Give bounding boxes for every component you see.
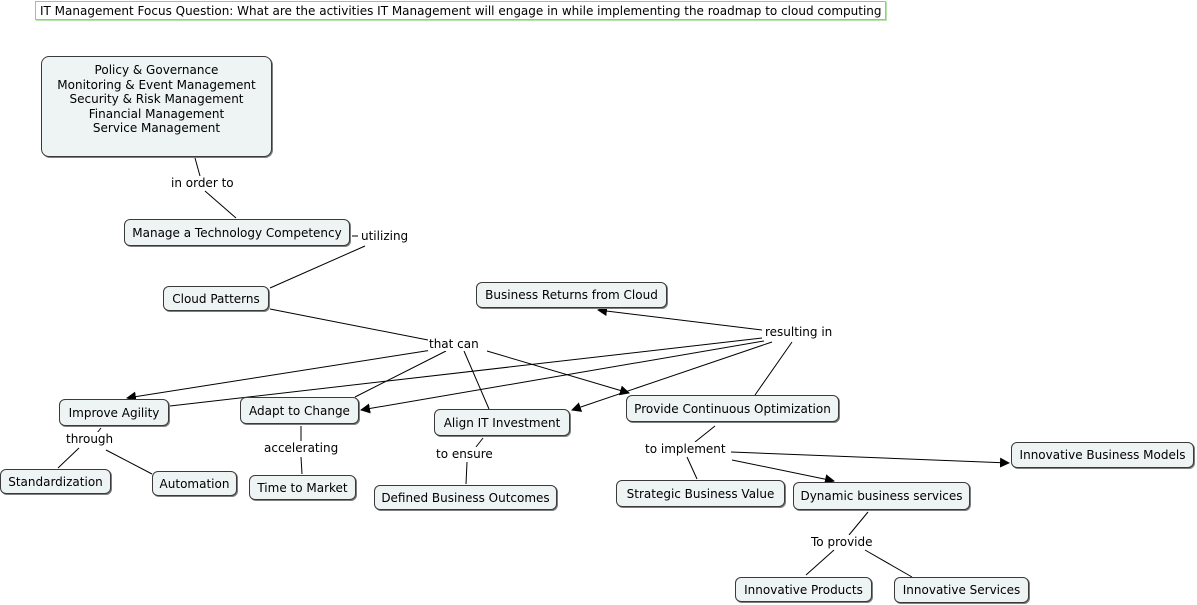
node-innovative-products[interactable]: Innovative Products [735, 577, 872, 602]
node-time-to-market[interactable]: Time to Market [249, 475, 356, 500]
link-label-through: through [65, 432, 115, 446]
edge-thatcan-agility [126, 349, 433, 402]
edge-cloudpatterns-thatcan [269, 308, 429, 341]
node-align-it-investment[interactable]: Align IT Investment [434, 409, 570, 436]
edge-resulting-adapt [360, 340, 765, 414]
area-line: Financial Management [88, 106, 225, 121]
area-line: Policy & Governance [94, 63, 219, 77]
node-technology-competency[interactable]: Manage a Technology Competency [124, 219, 350, 246]
link-label-accelerating: accelerating [263, 441, 340, 455]
node-business-returns[interactable]: Business Returns from Cloud [476, 282, 667, 308]
node-standardization[interactable]: Standardization [0, 469, 111, 494]
link-label-resulting-in: resulting in [764, 325, 834, 339]
edge-resulting-align [571, 341, 773, 412]
area-line: Monitoring & Event Management [57, 77, 256, 92]
edge-optimization-resulting [754, 341, 793, 396]
edge-resulting-returns [597, 306, 763, 331]
link-label-that-can: that can [428, 337, 480, 351]
edge-toimplement-dynamic [731, 459, 835, 485]
edge-toimplement-strategic [686, 456, 698, 480]
edge-inorderto-competency [204, 190, 237, 219]
node-innovative-services[interactable]: Innovative Services [894, 577, 1029, 603]
edge-through-automation [105, 449, 153, 475]
node-strategic-business-value[interactable]: Strategic Business Value [616, 480, 785, 507]
edge-accelerating-timetomarket [300, 456, 303, 475]
area-line: Security & Risk Management [69, 92, 244, 107]
edge-through-standardization [57, 447, 80, 469]
edge-thatcan-align [463, 350, 490, 410]
link-label-utilizing: utilizing [360, 229, 410, 243]
link-label-to-implement: to implement [644, 442, 727, 456]
edge-optimization-toimplement [694, 425, 716, 443]
node-adapt-to-change[interactable]: Adapt to Change [240, 397, 359, 424]
node-improve-agility[interactable]: Improve Agility [59, 399, 169, 426]
edge-toensure-outcomes [465, 461, 468, 485]
node-cloud-patterns[interactable]: Cloud Patterns [163, 286, 269, 311]
node-defined-business-outcomes[interactable]: Defined Business Outcomes [374, 485, 557, 510]
edge-toprovide-services [864, 549, 913, 578]
link-label-in-order-to: in order to [170, 176, 235, 190]
edge-dynamic-toprovide [848, 511, 869, 536]
node-innovative-business-models[interactable]: Innovative Business Models [1011, 442, 1194, 468]
node-management-areas[interactable]: Policy & Governance Monitoring & Event M… [41, 56, 272, 157]
node-continuous-optimization[interactable]: Provide Continuous Optimization [626, 395, 839, 422]
edge-resulting-agility [169, 337, 763, 407]
edge-thatcan-adapt [354, 350, 447, 398]
link-label-to-ensure: to ensure [435, 447, 494, 461]
edge-thatcan-optimization [486, 350, 630, 396]
edge-toimplement-models [730, 451, 1010, 468]
area-line: Service Management [92, 121, 221, 136]
focus-question: IT Management Focus Question: What are t… [35, 1, 886, 20]
node-automation[interactable]: Automation [152, 471, 237, 496]
edge-toprovide-products [805, 549, 835, 576]
edge-utilizing-cloudpatterns [269, 245, 366, 289]
link-label-to-provide: To provide [810, 535, 874, 549]
node-dynamic-business-services[interactable]: Dynamic business services [793, 482, 970, 510]
edge-align-toensure [475, 437, 484, 448]
edge-areas-inorderto [194, 157, 201, 177]
